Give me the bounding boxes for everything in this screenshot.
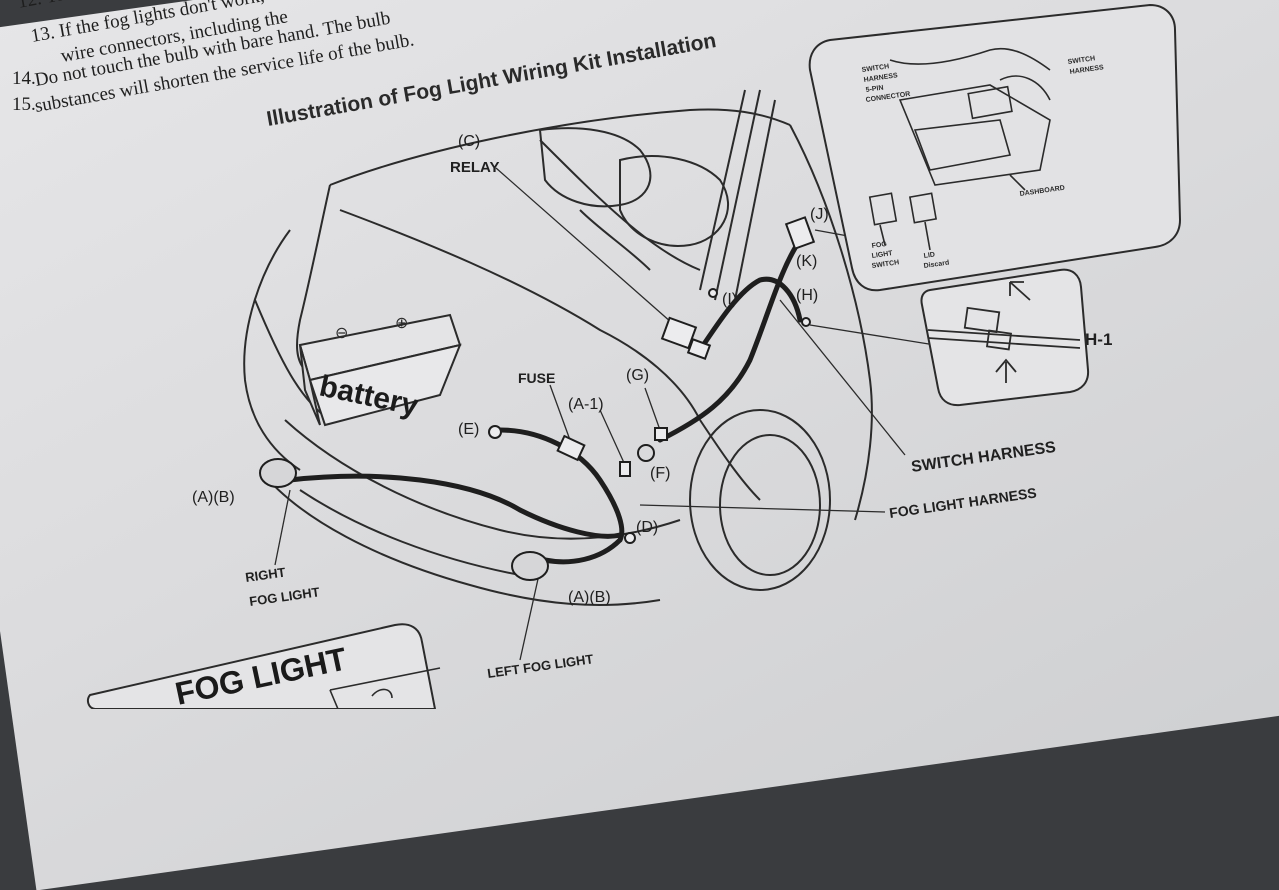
relay-connector (660, 316, 698, 350)
inset-lid-2: Discard (923, 259, 949, 270)
inset-dashboard: SWITCH HARNESS 5-PIN CONNECTOR SWITCH HA… (808, 3, 1182, 292)
fog-light-symbol-icon (371, 688, 393, 699)
a1-leader (599, 409, 626, 466)
a1-connector (619, 461, 631, 477)
label-i: (I) (722, 291, 737, 308)
label-j: (J) (810, 206, 829, 223)
label-h: (H) (796, 287, 818, 304)
switch-connector-j (784, 216, 816, 250)
inset-switch-harness-top-1: SWITCH (1067, 55, 1095, 66)
label-d: (D) (636, 519, 658, 536)
g-leader (644, 387, 661, 431)
fog-harness-right-branch (287, 473, 623, 539)
fog-light-box: FOG LIGHT (86, 623, 441, 709)
a-pillar-1 (699, 89, 746, 291)
engine-component-2 (619, 155, 730, 247)
label-right-fog-2: FOG LIGHT (248, 584, 320, 609)
label-ab-right: (A)(B) (192, 489, 235, 506)
label-f: (F) (650, 465, 670, 482)
hood-center-crease (339, 209, 701, 421)
ground-e (488, 425, 502, 439)
label-right-fog-1: RIGHT (244, 564, 286, 584)
ground-i (708, 288, 718, 298)
harness-to-fuse (497, 427, 625, 543)
battery-positive-terminal: ⊕ (395, 315, 408, 332)
relay-plug (686, 338, 712, 360)
inset-switch-harness-top-2: HARNESS (1069, 64, 1104, 76)
fuse-leader (549, 384, 571, 441)
windshield-line (539, 139, 701, 271)
inset-switch-harness-connector-1: SWITCH (861, 63, 889, 74)
label-relay: RELAY (450, 159, 499, 176)
inset-h1 (920, 268, 1090, 407)
label-switch-harness: SWITCH HARNESS (910, 439, 1057, 476)
fog-harness-leader (639, 504, 886, 513)
g-connector (654, 427, 668, 441)
ground-h (801, 317, 811, 327)
right-fog-light-lens (259, 458, 297, 488)
inset-switch-harness-connector-3: 5-PIN (865, 85, 884, 94)
label-g: (G) (626, 367, 649, 384)
front-bumper-lower (259, 469, 661, 606)
label-fog-light-harness: FOG LIGHT HARNESS (888, 484, 1037, 521)
instruction-number-15: 15. (12, 94, 36, 115)
ground-d (624, 532, 636, 544)
inset-switch-harness-connector-2: HARNESS (863, 72, 898, 84)
inset-fog-switch-3: SWITCH (871, 259, 899, 270)
right-fog-leader (274, 489, 291, 566)
grommet-f (637, 444, 655, 462)
instruction-number-14: 14. (12, 68, 36, 89)
hood-top-edge (329, 108, 791, 186)
harness-relay-loop (697, 276, 803, 353)
hood-left-edge (296, 184, 331, 371)
label-left-fog: LEFT FOG LIGHT (486, 651, 594, 681)
battery-negative-terminal: ⊖ (335, 325, 348, 342)
engine-line (579, 209, 651, 271)
label-k: (K) (796, 253, 817, 270)
label-c: (C) (458, 133, 480, 150)
car-right-side (789, 124, 873, 521)
fender-line (699, 419, 761, 501)
label-h1: H-1 (1085, 330, 1112, 349)
right-headlight-outline (243, 229, 301, 471)
a-pillar-3 (734, 99, 776, 301)
label-fuse: FUSE (518, 370, 555, 386)
switch-harness-leader (779, 299, 906, 456)
wiring-diagram: 13. If the fog lights don't work, includ… (12, 0, 1182, 709)
label-e: (E) (458, 421, 479, 438)
front-wheel-outer (689, 409, 831, 591)
inset-lid-1: LID (923, 251, 935, 260)
fuse-holder (556, 434, 586, 462)
harness-to-left-fog (542, 537, 623, 565)
bumper-grille-line (299, 489, 521, 576)
h1-leader (809, 324, 936, 346)
label-ab-left: (A)(B) (568, 589, 611, 606)
left-fog-leader (519, 569, 541, 661)
inset-fog-switch-1: FOG (871, 241, 888, 250)
battery: ⊖ ⊕ battery (298, 313, 462, 427)
a-pillar-2 (714, 89, 761, 301)
relay-leader (495, 167, 681, 331)
left-fog-light-lens (511, 551, 549, 581)
harness-to-switch (657, 237, 803, 443)
label-a1: (A-1) (568, 396, 604, 413)
front-wheel-inner (719, 434, 821, 576)
engine-component (538, 127, 652, 208)
inset-fog-switch-2: LIGHT (871, 250, 893, 260)
